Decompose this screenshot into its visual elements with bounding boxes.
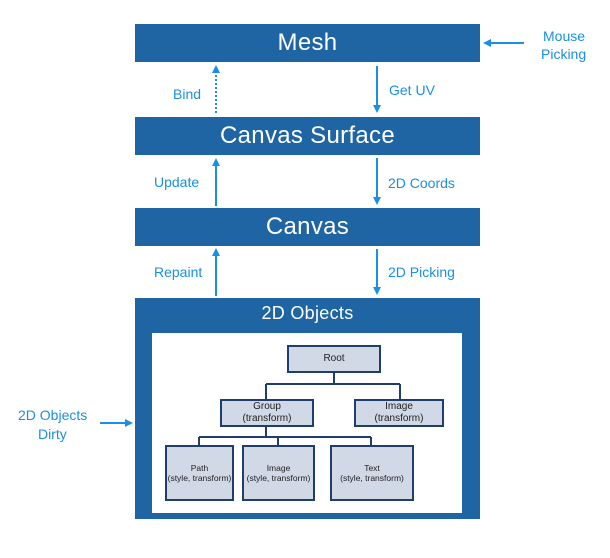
mesh-label: Mesh: [277, 29, 338, 56]
tree-node-image-leaf: Image(style, transform): [242, 445, 315, 501]
node-sublabel: (style, transform): [167, 473, 232, 483]
dirty-label-2: Dirty: [38, 426, 67, 442]
mouse-picking-label-2: Picking: [541, 46, 587, 62]
dirty-label-1: 2D Objects: [18, 407, 88, 423]
picking-label: 2D Picking: [388, 264, 455, 280]
node-label: Text: [364, 462, 380, 473]
2d-objects-title: 2D Objects: [261, 303, 354, 323]
tree-node-image-top: Image(transform): [354, 399, 444, 427]
canvas-surface-layer: Canvas Surface: [135, 117, 480, 155]
canvas-surface-label: Canvas Surface: [220, 122, 395, 149]
tree-node-group: Group(transform): [220, 399, 314, 427]
mouse-picking-label-1: Mouse: [543, 28, 586, 44]
canvas-layer: Canvas: [135, 208, 480, 246]
node-sublabel: (transform): [242, 413, 292, 424]
tree-node-path: Path(style, transform): [165, 445, 234, 501]
canvas-label: Canvas: [265, 213, 350, 240]
node-label: Path: [190, 462, 209, 473]
update-label: Update: [154, 174, 200, 190]
tree-node-root: Root: [287, 345, 381, 373]
get-uv-label: Get UV: [389, 82, 435, 98]
tree-node-text: Text(style, transform): [330, 445, 414, 501]
node-sublabel: (transform): [374, 413, 424, 424]
node-label: Group: [253, 401, 281, 412]
node-label: Image: [385, 401, 413, 412]
mesh-layer: Mesh: [135, 24, 480, 62]
node-label: Image: [266, 462, 291, 473]
coords-label: 2D Coords: [388, 175, 455, 191]
node-sublabel: (style, transform): [340, 473, 404, 483]
bind-label: Bind: [173, 86, 202, 102]
repaint-label: Repaint: [154, 264, 203, 280]
node-sublabel: (style, transform): [246, 473, 311, 483]
node-label: Root: [323, 353, 345, 364]
